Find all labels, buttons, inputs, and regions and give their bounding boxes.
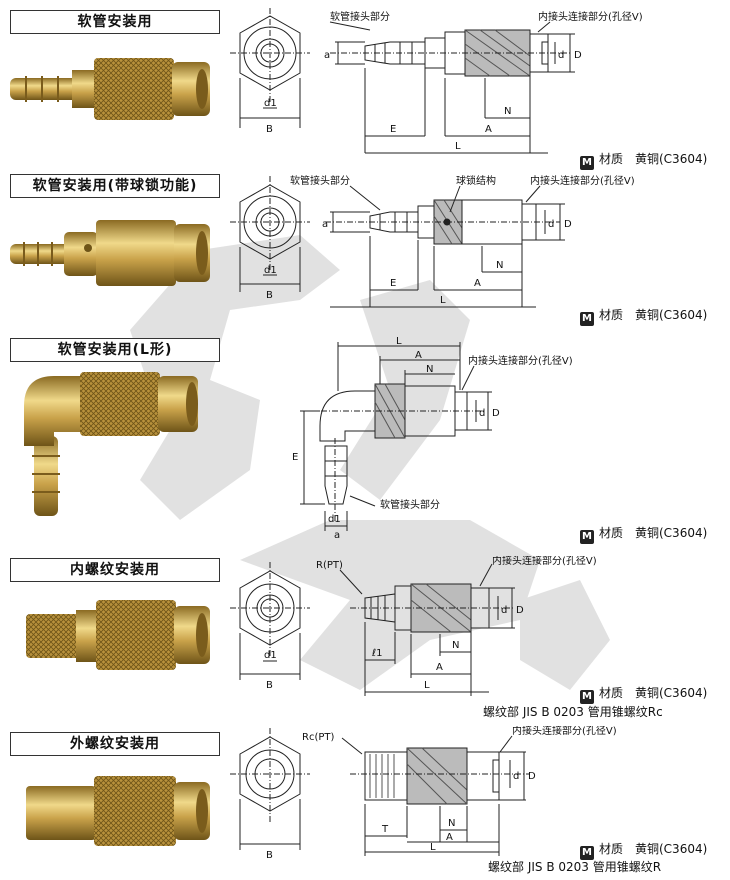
technical-drawing: 软管接头部分 内接头连接部分(孔径V) a d1 B E A N L d D xyxy=(230,8,643,154)
dim-A: A xyxy=(446,832,453,843)
technical-drawing: R(PT) 内接头连接部分(孔径V) d1 B ℓ1 N A L d D xyxy=(230,556,597,696)
product-photo xyxy=(10,58,210,120)
callout-socket: 内接头连接部分(孔径V) xyxy=(492,556,597,567)
dim-D: D xyxy=(528,771,536,782)
section-title: 软管安装用 xyxy=(10,10,220,34)
section-hose-mount-ball-lock: 软管安装用(带球锁功能) xyxy=(0,172,730,326)
dim-l1: ℓ1 xyxy=(372,648,383,659)
dim-A: A xyxy=(474,278,481,289)
dim-E: E xyxy=(390,278,396,289)
dim-d1: d1 xyxy=(328,514,341,525)
dim-N: N xyxy=(426,364,433,375)
dim-a: a xyxy=(334,530,340,541)
dim-B: B xyxy=(266,290,273,301)
section-hose-mount-l-shape: 软管安装用(L形) xyxy=(0,336,730,546)
callout-socket: 内接头连接部分(孔径V) xyxy=(468,354,573,367)
section-hose-mount: 软管安装用 xyxy=(0,8,730,170)
dim-B: B xyxy=(266,124,273,135)
dim-d: d xyxy=(548,219,554,230)
dim-d: d xyxy=(479,408,485,419)
dim-L: L xyxy=(430,842,436,853)
section-title: 软管安装用(L形) xyxy=(10,338,220,362)
product-photo xyxy=(10,220,210,286)
technical-drawing: 软管接头部分 内接头连接部分(孔径V) L A N E d1 a d D xyxy=(292,336,573,541)
dim-N: N xyxy=(452,640,459,651)
dim-A: A xyxy=(485,124,492,135)
product-photo xyxy=(26,600,210,670)
section-title: 内螺纹安装用 xyxy=(10,558,220,582)
callout-socket: 内接头连接部分(孔径V) xyxy=(512,726,617,737)
dim-a: a xyxy=(324,50,330,61)
thread-note: 螺纹部 JIS B 0203 管用锥螺纹R xyxy=(488,860,662,874)
dim-L: L xyxy=(440,295,446,306)
dim-L: L xyxy=(396,336,402,347)
dim-d1: d1 xyxy=(264,265,277,276)
dim-E: E xyxy=(390,124,396,135)
dim-E: E xyxy=(292,452,298,463)
callout-thread: R(PT) xyxy=(316,560,343,571)
dim-N: N xyxy=(448,818,455,829)
dim-A: A xyxy=(415,350,422,361)
product-photo xyxy=(24,372,198,516)
dim-D: D xyxy=(574,50,582,61)
section-title: 外螺纹安装用 xyxy=(10,732,220,756)
callout-socket: 内接头连接部分(孔径V) xyxy=(530,174,635,187)
product-photo xyxy=(26,776,210,846)
callout-hose: 软管接头部分 xyxy=(380,498,440,511)
dim-L: L xyxy=(424,680,430,691)
technical-drawing: Rc(PT) 内接头连接部分(孔径V) B T N A L d D xyxy=(230,726,617,861)
dim-B: B xyxy=(266,850,273,861)
callout-ball-lock: 球锁结构 xyxy=(456,174,496,187)
technical-drawing: 软管接头部分 球锁结构 内接头连接部分(孔径V) a d1 B E A N L … xyxy=(230,174,635,308)
dim-N: N xyxy=(504,106,511,117)
section-female-thread-mount: 内螺纹安装用 xyxy=(0,556,730,722)
dim-d: d xyxy=(501,605,507,616)
dim-D: D xyxy=(492,408,500,419)
callout-hose: 软管接头部分 xyxy=(330,10,390,23)
dim-A: A xyxy=(436,662,443,673)
dim-D: D xyxy=(516,605,524,616)
dim-a: a xyxy=(322,219,328,230)
section-male-thread-mount: 外螺纹安装用 Rc( xyxy=(0,726,730,876)
dim-d: d xyxy=(513,771,519,782)
dim-d: d xyxy=(558,50,564,61)
callout-hose: 软管接头部分 xyxy=(290,174,350,187)
dim-d1: d1 xyxy=(264,650,277,661)
callout-socket: 内接头连接部分(孔径V) xyxy=(538,10,643,23)
callout-thread: Rc(PT) xyxy=(302,732,334,743)
dim-N: N xyxy=(496,260,503,271)
dim-d1: d1 xyxy=(264,98,277,109)
dim-B: B xyxy=(266,680,273,691)
section-title: 软管安装用(带球锁功能) xyxy=(10,174,220,198)
thread-note: 螺纹部 JIS B 0203 管用锥螺纹Rc xyxy=(483,705,663,719)
dim-L: L xyxy=(455,141,461,152)
dim-T: T xyxy=(381,824,389,835)
dim-D: D xyxy=(564,219,572,230)
